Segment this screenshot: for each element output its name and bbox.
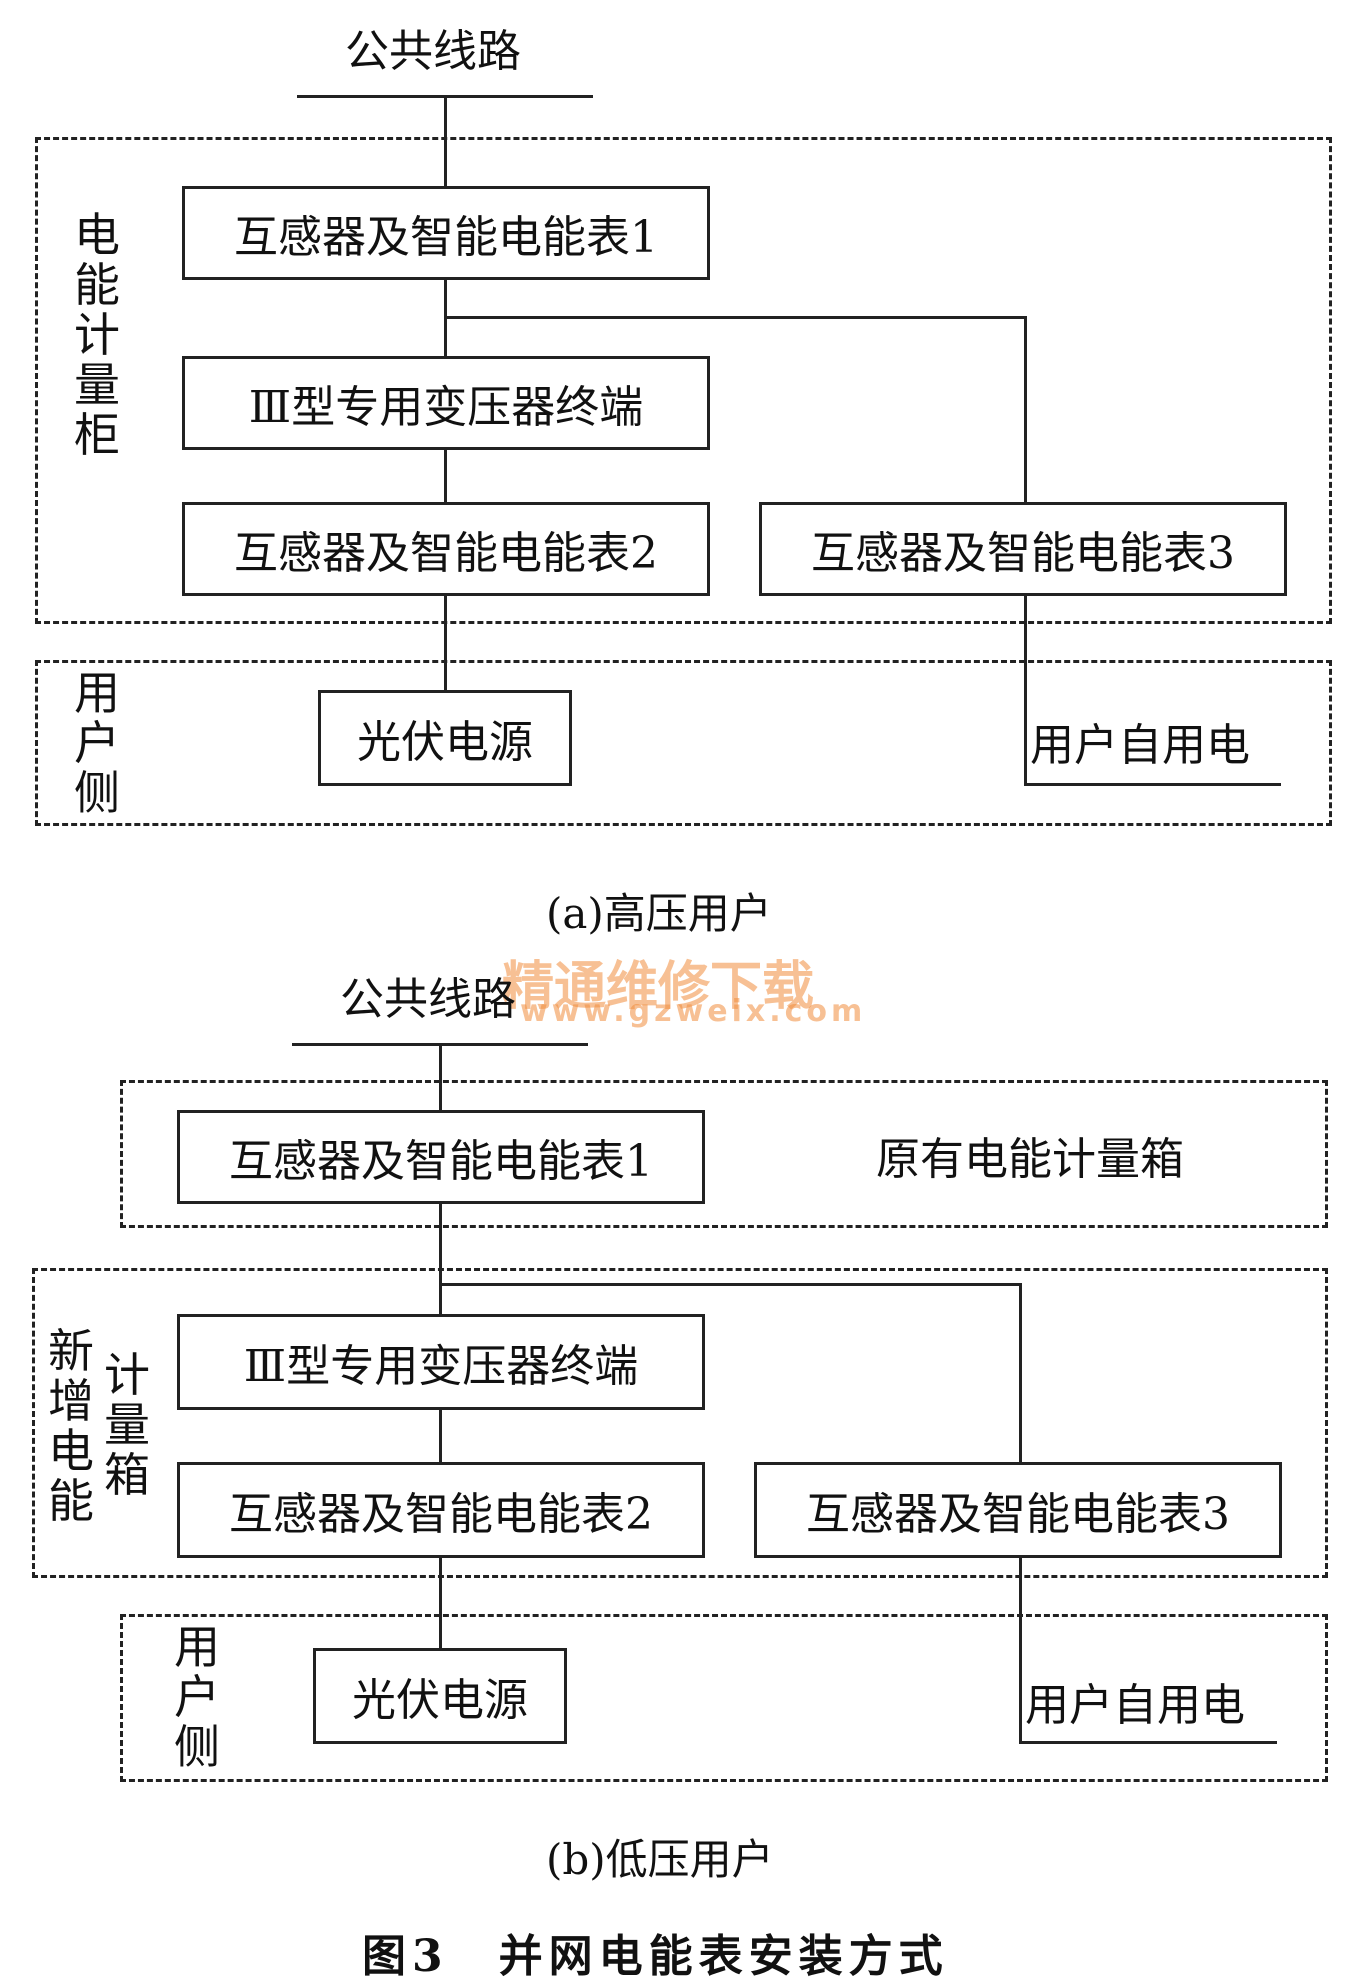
b-original-metering-box bbox=[120, 1080, 1328, 1228]
b-caption: (b)低压用户 bbox=[546, 1835, 774, 1884]
a-user-side-label: 用户侧 bbox=[74, 666, 120, 820]
b-new-metering-box bbox=[32, 1268, 1328, 1578]
b-user-side bbox=[120, 1614, 1328, 1782]
b-terminal: Ⅲ型专用变压器终端 bbox=[177, 1314, 705, 1410]
b-connector bbox=[439, 1283, 1022, 1286]
a-connector bbox=[1024, 594, 1027, 786]
b-public-line-label: 公共线路 bbox=[340, 974, 516, 1025]
b-public-line-bar bbox=[292, 1043, 588, 1046]
figure-caption: 图3 并网电能表安装方式 bbox=[362, 1931, 949, 1982]
a-meter-1: 互感器及智能电能表1 bbox=[182, 186, 710, 280]
a-user-side bbox=[35, 660, 1332, 826]
b-meter-3: 互感器及智能电能表3 bbox=[754, 1462, 1282, 1558]
a-connector bbox=[444, 97, 447, 187]
a-metering-cabinet bbox=[35, 137, 1332, 624]
b-connector bbox=[439, 1202, 442, 1316]
a-public-line-bar bbox=[297, 95, 593, 98]
b-new-box-label-1: 新增电能 bbox=[48, 1324, 94, 1528]
a-connector bbox=[1024, 783, 1281, 786]
a-connector bbox=[444, 316, 1027, 319]
b-meter-2: 互感器及智能电能表2 bbox=[177, 1462, 705, 1558]
a-connector bbox=[1024, 316, 1027, 502]
b-connector bbox=[1019, 1283, 1022, 1463]
a-connector bbox=[444, 448, 447, 504]
a-terminal: Ⅲ型专用变压器终端 bbox=[182, 356, 710, 450]
a-meter-2: 互感器及智能电能表2 bbox=[182, 502, 710, 596]
a-meter-3: 互感器及智能电能表3 bbox=[759, 502, 1287, 596]
a-self-use-label: 用户自用电 bbox=[1030, 720, 1250, 771]
b-new-box-label-2: 计量箱 bbox=[104, 1348, 150, 1502]
b-connector bbox=[439, 1045, 442, 1111]
watermark-cn: 精通维修下载 bbox=[502, 956, 815, 1017]
a-public-line-label: 公共线路 bbox=[345, 26, 521, 77]
b-connector bbox=[1019, 1556, 1022, 1744]
b-original-box-label: 原有电能计量箱 bbox=[876, 1134, 1184, 1185]
b-connector bbox=[1019, 1741, 1277, 1744]
b-user-side-label: 用户侧 bbox=[174, 1620, 220, 1774]
a-caption: (a)高压用户 bbox=[546, 889, 772, 938]
b-pv-source: 光伏电源 bbox=[313, 1648, 567, 1744]
b-connector bbox=[439, 1408, 442, 1464]
a-pv-source: 光伏电源 bbox=[318, 690, 572, 786]
watermark-url: www.gzweix.com bbox=[520, 994, 867, 1029]
b-self-use-label: 用户自用电 bbox=[1025, 1680, 1245, 1731]
a-connector bbox=[444, 594, 447, 692]
b-connector bbox=[439, 1556, 442, 1650]
a-metering-cabinet-label: 电能计量柜 bbox=[74, 208, 120, 462]
b-meter-1: 互感器及智能电能表1 bbox=[177, 1110, 705, 1204]
